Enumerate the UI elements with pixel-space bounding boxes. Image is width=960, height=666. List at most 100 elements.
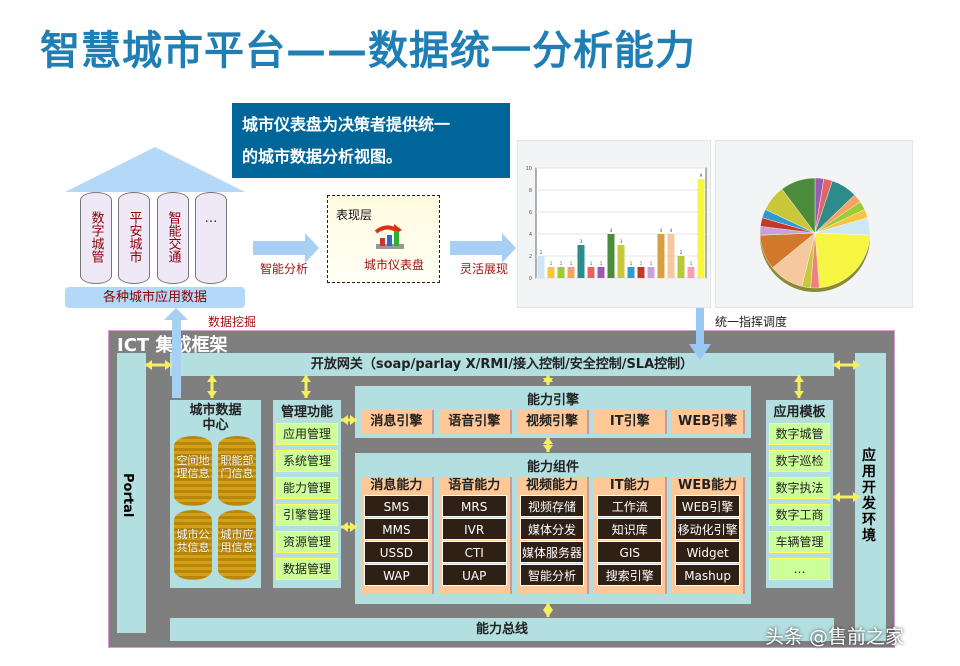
capability-item: 媒体服务器 (519, 541, 585, 563)
bar-value-label: 4 (610, 228, 613, 233)
callout-box: 城市仪表盘为决策者提供统一 的城市数据分析视图。 (232, 103, 510, 178)
bar (687, 267, 695, 278)
dashboard-icon (374, 224, 404, 249)
arrow-head (543, 610, 553, 617)
watermark: 头条 @售前之家 (765, 626, 905, 648)
capability-item: 知识库 (597, 518, 663, 540)
bar (627, 267, 635, 278)
bar-value-label: 1 (690, 261, 693, 266)
bar (597, 267, 605, 278)
bar (607, 234, 615, 278)
arrow-head (794, 375, 804, 382)
portal-label: Portal (120, 473, 135, 518)
bar (657, 234, 665, 278)
arrow-down-head (689, 344, 711, 360)
management-item: 应用管理 (276, 423, 338, 445)
label-dispatch: 统一指挥调度 (715, 315, 788, 329)
capability-item: WEB引擎 (675, 495, 740, 517)
pie-chart-panel (715, 140, 913, 308)
bar-value-label: 1 (650, 261, 653, 266)
capability-item: 视频存储 (519, 495, 585, 517)
bar (647, 267, 655, 278)
arrow-head (833, 492, 840, 502)
capability-group-title: 语音能力 (448, 478, 501, 493)
callout-line: 城市仪表盘为决策者提供统一 (242, 115, 451, 134)
capability-item: 移动化引擎 (675, 518, 740, 540)
layer-label: 表现层 (336, 208, 373, 222)
arrow-head (165, 360, 172, 370)
data-center: 城市数据中心 空间地理信息 职能部门信息 城市公共信息 城市应用信息 (170, 400, 261, 588)
label-mining: 数据挖掘 (208, 315, 257, 329)
capability-item: 搜索引擎 (597, 564, 663, 586)
bar-value-label: 1 (590, 261, 593, 266)
arrow-head (350, 415, 357, 425)
capability-item: 智能分析 (519, 564, 585, 586)
capability-bus: 能力总线 (170, 618, 834, 641)
management-item: 数据管理 (276, 558, 338, 580)
arrow-head (145, 360, 152, 370)
bar (577, 245, 585, 278)
bar-value-label: 1 (640, 261, 643, 266)
capability-item: Widget (675, 541, 740, 563)
bar (537, 256, 545, 278)
portal-column: Portal (117, 353, 146, 633)
engine-item: WEB引擎 (672, 410, 745, 434)
page-title: 智慧城市平台——数据统一分析能力 (40, 28, 696, 74)
double-arrow-icon (794, 375, 804, 398)
bar-value-label: 3 (580, 239, 583, 244)
presentation-layer-box: 表现层 城市仪表盘 (327, 195, 440, 283)
engine-item: 语音引擎 (438, 410, 512, 434)
double-arrow-icon (543, 603, 553, 617)
bar (697, 179, 705, 278)
capability-item: SMS (364, 495, 429, 517)
arrow-head (543, 437, 553, 444)
capability-item: CTI (441, 541, 507, 563)
pie-slice (781, 177, 816, 234)
capability-item: IVR (441, 518, 507, 540)
arrow-right-icon (253, 233, 319, 263)
bar (677, 256, 685, 278)
bar (667, 234, 675, 278)
arrow-head (543, 603, 553, 610)
arrow-right-icon (450, 233, 516, 263)
management-panel: 管理功能 应用管理系统管理能力管理引擎管理资源管理数据管理 (273, 400, 341, 588)
bar-value-label: 4 (660, 228, 663, 233)
engine-item: 消息引擎 (361, 410, 434, 434)
bar-value-label: 2 (680, 250, 683, 255)
double-arrow-icon (341, 415, 357, 425)
arrow-head (341, 415, 348, 425)
capability-item: MMS (364, 518, 429, 540)
app-data-bar: 各种城市应用数据 (65, 287, 245, 308)
arrow-head (543, 445, 553, 452)
arrow-up-head (164, 308, 188, 320)
engine-title: 能力引擎 (526, 393, 579, 408)
bar (637, 267, 645, 278)
database-icon: 城市公共信息 (174, 510, 212, 580)
arrow-head (207, 391, 217, 398)
bar-value-label: 3 (620, 239, 623, 244)
dev-env-column: 应用开发环境 (855, 353, 886, 641)
bar (567, 267, 575, 278)
capability-item: WAP (364, 564, 429, 586)
y-tick-label: 10 (526, 166, 532, 172)
double-arrow-icon (833, 492, 860, 502)
double-arrow-icon (145, 360, 172, 370)
arrow-head (301, 375, 311, 382)
capability-item: UAP (441, 564, 507, 586)
capability-item: USSD (364, 541, 429, 563)
arrow-head (833, 360, 840, 370)
management-item: 能力管理 (276, 477, 338, 499)
bar-value-label: 1 (560, 261, 563, 266)
management-item: 引擎管理 (276, 504, 338, 526)
capability-group: 视频能力视频存储媒体分发媒体服务器智能分析 (516, 477, 590, 594)
arrow-head (350, 522, 357, 532)
capability-item: 工作流 (597, 495, 663, 517)
app-cylinder: … (195, 192, 227, 284)
label-display: 灵活展现 (460, 262, 509, 276)
